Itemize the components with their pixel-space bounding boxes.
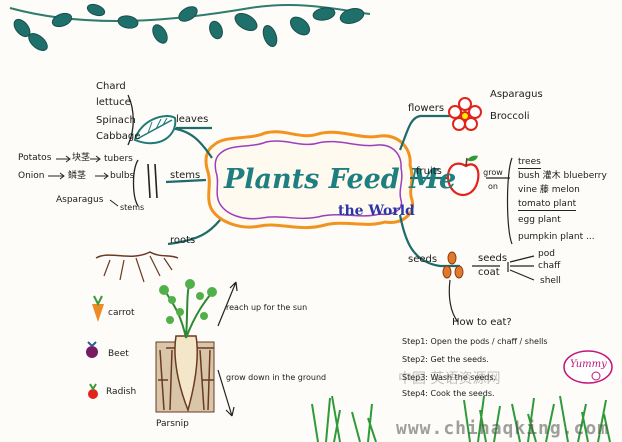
watermark-url: www.chinaqking.com: [396, 418, 610, 439]
leaf-item: Spinach: [96, 115, 136, 126]
plant-label: Parsnip: [156, 419, 189, 429]
fruit-plant-item: pumpkin plant ...: [518, 232, 595, 242]
root-example: Beet: [108, 349, 129, 359]
fruit-plant-item: egg plant: [518, 215, 561, 225]
fruit-plant-item: trees: [518, 157, 541, 169]
stem-type-bulbs: bulbs: [110, 171, 135, 181]
step-item: Step1: Open the pods / chaff / shells: [402, 337, 548, 346]
seed-coat-item: shell: [540, 276, 561, 286]
flower-item: Asparagus: [490, 89, 543, 100]
branch-label-fruits: fruits: [416, 166, 442, 177]
leaves-bracket: [127, 94, 134, 146]
stem-item: Onion: [18, 171, 45, 181]
root-example: Radish: [106, 387, 137, 397]
flower-item: Broccoli: [490, 111, 530, 122]
stem-item: Potatos: [18, 153, 52, 163]
seed-icon: [442, 251, 464, 279]
step-item: Step3: Wash the seeds.: [402, 373, 497, 382]
leaf-item: Cabbage: [96, 131, 141, 142]
stem-item-zh: 块茎: [72, 153, 91, 163]
stem-item-zh: 鳞茎: [68, 171, 87, 181]
apple-icon: [446, 155, 480, 197]
step-item: Step4: Cook the seeds.: [402, 389, 495, 398]
fruit-plant-item: bush 灌木 blueberry: [518, 171, 607, 181]
grass-illustration: [311, 395, 611, 442]
root-veg-icons: [86, 295, 104, 399]
roots-down-text: grow down in the ground: [226, 373, 327, 382]
stem-item: Asparagus: [56, 195, 104, 205]
branch-label-seeds: seeds: [408, 254, 438, 265]
seed-coat-item: chaff: [538, 261, 561, 271]
page-subtitle: the World: [338, 203, 415, 219]
leaf-item: Chard: [96, 81, 126, 92]
branch-label-stems: stems: [170, 170, 201, 181]
roots-illustration: [95, 251, 238, 417]
seed-coat-item: pod: [538, 249, 555, 259]
branch-label-roots: roots: [170, 235, 196, 246]
branch-label-flowers: flowers: [408, 103, 445, 114]
grow-on-label: grow on: [483, 168, 503, 191]
root-example: carrot: [108, 308, 135, 318]
flower-icon: [448, 97, 482, 131]
top-vine: [9, 3, 371, 51]
leaf-icon: [133, 115, 177, 145]
leaf-item: lettuce: [96, 97, 131, 108]
page-title: Plants Feed Me: [224, 164, 457, 195]
title-frame: [204, 130, 415, 229]
branch-lines: [165, 114, 460, 268]
watermark-zh: 中国 英语资源网: [398, 371, 501, 387]
yummy-label: Yummy: [570, 359, 607, 370]
roots-up-text: reach up for the sun: [226, 303, 308, 312]
how-to-eat-heading: How to eat?: [452, 317, 512, 328]
seeds-coat-label: seeds coat: [478, 253, 508, 278]
step-item: Step2: Get the seeds.: [402, 355, 489, 364]
stem-type-tubers: tubers: [104, 154, 133, 164]
stems-icon: [147, 163, 158, 199]
branch-label-leaves: leaves: [176, 114, 209, 125]
yummy-face-icon: [563, 350, 613, 384]
stem-type-stems: stems: [120, 203, 145, 212]
fruit-plant-item: vine 藤 melon: [518, 185, 580, 195]
fruit-plant-item: tomato plant: [518, 199, 577, 211]
